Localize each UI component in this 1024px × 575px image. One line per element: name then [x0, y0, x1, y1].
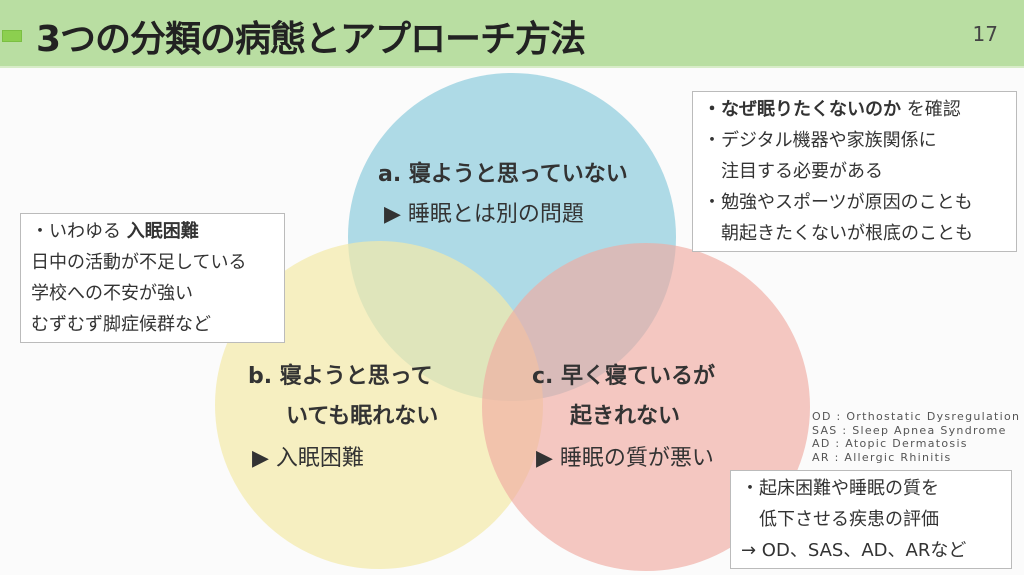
circle-a-title: a. 寝ようと思っていない	[378, 162, 628, 187]
note-a-line4: ・勉強やスポーツが原因のことも	[703, 192, 973, 213]
note-b-line1-prefix: ・いわゆる	[31, 221, 127, 242]
abbreviation-list: OD : Orthostatic Dysregulation SAS : Sle…	[812, 410, 1020, 464]
slide-title: 3つの分類の病態とアプローチ方法	[36, 19, 586, 60]
note-a-line1-bold: ・なぜ眠りたくないのか	[703, 99, 901, 120]
abbr-od: OD : Orthostatic Dysregulation	[812, 410, 1021, 423]
circle-b-approach: ▶ 入眠困難	[252, 446, 364, 471]
circle-a-approach: ▶ 睡眠とは別の問題	[384, 202, 584, 227]
note-box-c: ・起床困難や睡眠の質を 低下させる疾患の評価 → OD、SAS、AD、ARなど	[730, 470, 1012, 569]
page-number: 17	[972, 22, 998, 46]
circle-b-title-1: b. 寝ようと思って	[248, 364, 433, 389]
abbr-ar: AR : Allergic Rhinitis	[812, 450, 952, 464]
note-b-line2: 日中の活動が不足している	[31, 252, 247, 273]
note-b-line4: むずむず脚症候群など	[31, 314, 211, 335]
abbr-ad: AD : Atopic Dermatosis	[812, 437, 968, 450]
note-c-line3: → OD、SAS、AD、ARなど	[741, 540, 967, 561]
circle-c-title-1: c. 早く寝ているが	[532, 364, 716, 389]
note-b-line3: 学校への不安が強い	[31, 283, 193, 304]
note-a-line5: 朝起きたくないが根底のことも	[703, 223, 973, 244]
circle-b-title-2: いても眠れない	[286, 404, 439, 429]
note-c-line2: 低下させる疾患の評価	[741, 509, 939, 530]
note-box-b: ・いわゆる 入眠困難 日中の活動が不足している 学校への不安が強い むずむず脚症…	[20, 213, 285, 343]
slide-header: 3つの分類の病態とアプローチ方法 17	[0, 0, 1024, 68]
note-box-a: ・なぜ眠りたくないのか を確認 ・デジタル機器や家族関係に 注目する必要がある …	[692, 91, 1017, 252]
title-marker	[2, 30, 22, 42]
note-a-line3: 注目する必要がある	[703, 161, 883, 182]
note-c-line1: ・起床困難や睡眠の質を	[741, 478, 939, 499]
circle-c-approach: ▶ 睡眠の質が悪い	[536, 446, 714, 471]
note-b-line1-bold: 入眠困難	[126, 221, 199, 242]
note-a-line1-rest: を確認	[901, 99, 961, 120]
circle-c-title-2: 起きれない	[570, 404, 681, 429]
abbr-sas: SAS : Sleep Apnea Syndrome	[812, 423, 1007, 437]
note-a-line2: ・デジタル機器や家族関係に	[703, 130, 937, 151]
